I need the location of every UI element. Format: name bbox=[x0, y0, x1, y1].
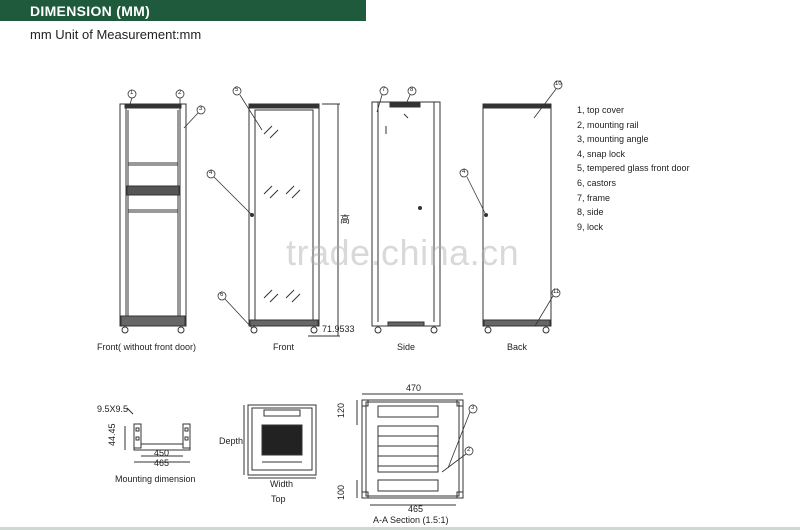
legend-item: 5, tempered glass front door bbox=[577, 163, 690, 174]
page-title: DIMENSION (MM) bbox=[30, 3, 151, 19]
label-back: Back bbox=[507, 342, 528, 352]
legend-item: 1, top cover bbox=[577, 105, 625, 115]
label-front-without-door: Front( without front door) bbox=[97, 342, 197, 352]
bottom-divider bbox=[0, 527, 800, 530]
dim-rail-height: 44.45 bbox=[107, 423, 117, 446]
section-view-drawing bbox=[356, 393, 478, 506]
label-side: Side bbox=[397, 342, 416, 352]
label-top: Top bbox=[271, 494, 286, 504]
dim-rail-inner: 450 bbox=[154, 448, 170, 458]
callout-2-front: 2 bbox=[178, 90, 182, 96]
callout-7-side: 7 bbox=[382, 87, 386, 93]
cabinet-front bbox=[248, 103, 340, 337]
cabinet-side bbox=[371, 101, 441, 334]
dim-section-inner: 465 bbox=[408, 504, 424, 514]
label-section: A-A Section (1.5:1) bbox=[373, 515, 449, 525]
dim-section-bottom: 100 bbox=[336, 484, 346, 500]
dim-rail-outer: 465 bbox=[154, 458, 170, 468]
header-banner bbox=[0, 0, 366, 21]
label-front: Front bbox=[273, 342, 295, 352]
dim-hole-size: 9.5X9.5 bbox=[97, 404, 129, 414]
legend-item: 3, mounting angle bbox=[577, 134, 649, 145]
cabinet-front-without-door bbox=[119, 103, 187, 334]
parts-legend: 1, top cover 2, mounting rail 3, mountin… bbox=[577, 103, 690, 234]
callout-6-front: 6 bbox=[220, 292, 224, 298]
callout-11-back: 11 bbox=[553, 289, 560, 295]
callout-2-section: 2 bbox=[467, 447, 471, 453]
dim-section-width: 470 bbox=[406, 383, 422, 393]
legend-item: 7, frame bbox=[577, 192, 611, 203]
cabinet-back bbox=[482, 103, 552, 334]
callouts bbox=[127, 80, 563, 329]
dim-front-side-mark: 高 bbox=[340, 215, 350, 226]
callout-5-front: 5 bbox=[235, 87, 239, 93]
callout-4-back: 4 bbox=[462, 169, 466, 175]
label-mounting-dimension: Mounting dimension bbox=[115, 474, 196, 484]
mounting-rail-drawing bbox=[124, 407, 191, 463]
dim-top-width: Width bbox=[270, 479, 294, 489]
legend-item: 9, lock bbox=[577, 221, 604, 232]
dim-front-height: 71.9533 bbox=[322, 324, 355, 334]
callout-1-front: 1 bbox=[130, 90, 134, 96]
callout-3-front: 3 bbox=[199, 106, 203, 112]
callout-4-front: 4 bbox=[209, 170, 213, 176]
watermark: trade.china.cn bbox=[286, 232, 520, 273]
callout-3-section: 3 bbox=[471, 405, 475, 411]
callout-10-back: 10 bbox=[555, 81, 562, 87]
callout-8-side: 8 bbox=[410, 87, 414, 93]
legend-item: 6, castors bbox=[577, 177, 617, 188]
dim-top-depth: Depth bbox=[219, 436, 244, 446]
legend-item: 8, side bbox=[577, 207, 604, 218]
unit-note: mm Unit of Measurement:mm bbox=[30, 27, 202, 42]
top-view-drawing bbox=[243, 404, 317, 479]
legend-item: 4, snap lock bbox=[577, 148, 626, 159]
legend-item: 2, mounting rail bbox=[577, 119, 639, 130]
dim-section-top: 120 bbox=[336, 402, 346, 418]
